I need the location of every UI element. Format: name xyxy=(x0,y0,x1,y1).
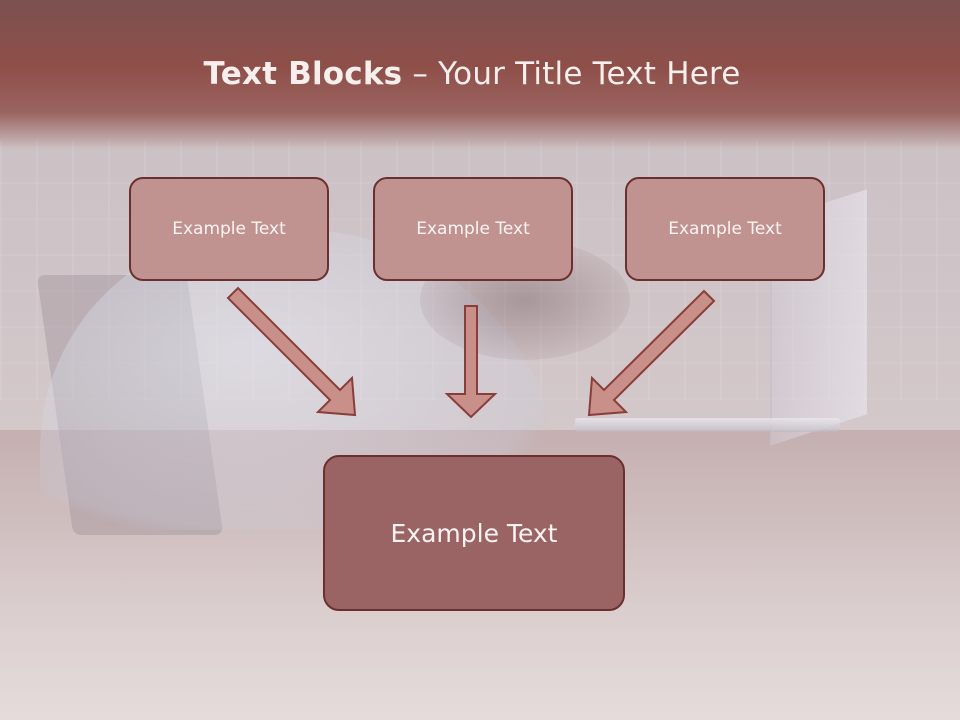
main-text-block[interactable]: Example Text xyxy=(323,455,625,611)
text-block-1[interactable]: Example Text xyxy=(129,177,329,281)
text-block-2-label: Example Text xyxy=(416,219,530,239)
text-block-1-label: Example Text xyxy=(172,219,286,239)
slide-title: Text Blocks – Your Title Text Here xyxy=(0,56,944,92)
text-block-3-label: Example Text xyxy=(668,219,782,239)
title-rest: Your Title Text Here xyxy=(438,56,741,92)
main-text-block-label: Example Text xyxy=(390,518,558,548)
background-laptop-base xyxy=(575,418,840,432)
text-block-3[interactable]: Example Text xyxy=(625,177,825,281)
text-block-2[interactable]: Example Text xyxy=(373,177,573,281)
title-banner xyxy=(0,0,960,150)
title-bold: Text Blocks xyxy=(203,56,403,92)
title-dash: – xyxy=(402,56,439,92)
